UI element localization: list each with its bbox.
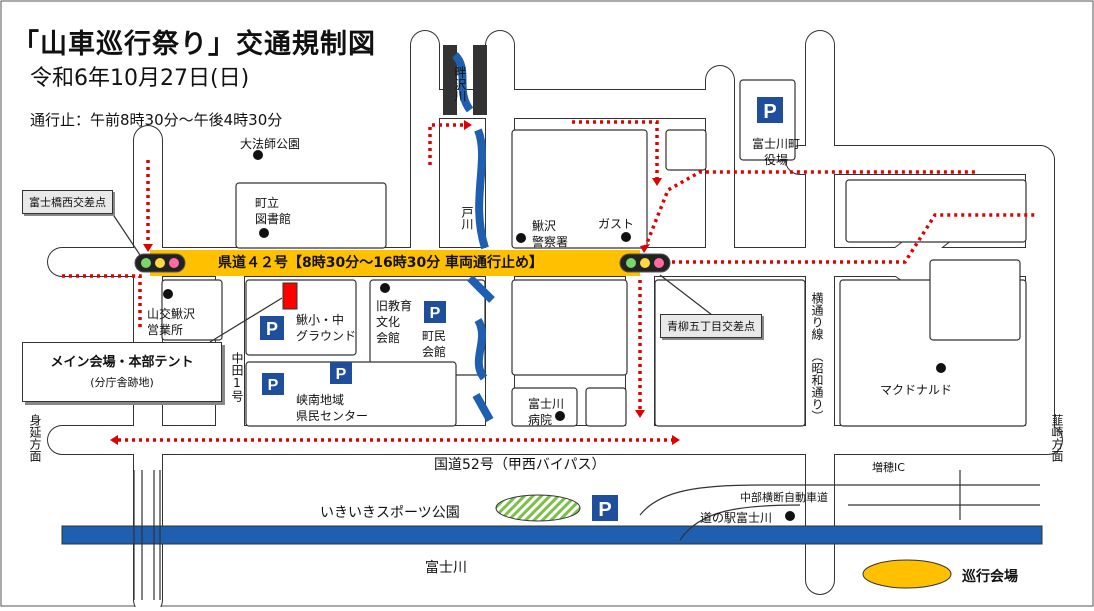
svg-text:P: P	[598, 499, 611, 521]
label-daihoushi-park: 大法師公園	[240, 137, 301, 151]
svg-text:P: P	[336, 366, 347, 383]
closed-road-band	[150, 250, 640, 276]
map-title: 「山車巡行祭り」交通規制図	[12, 29, 376, 60]
label-minobu-direction: 身延方面	[28, 414, 42, 462]
traffic-signal-icon	[134, 253, 186, 273]
label-school: 鰍小・中グラウンド	[296, 313, 357, 343]
main-venue-label: メイン会場・本部テント	[50, 355, 194, 370]
svg-text:P: P	[268, 377, 279, 394]
label-gasuto: ガスト	[598, 217, 635, 231]
traffic-signal-icon	[619, 253, 671, 273]
label-police: 鰍沢警察署	[532, 219, 569, 249]
callout-pointer-west	[109, 209, 141, 256]
label-michinoeki: 道の駅富士川	[700, 511, 773, 525]
label-masuho-ic: 増穂IC	[872, 461, 905, 474]
rivers	[61, 45, 1043, 545]
legend-label: 巡行会場	[962, 569, 1018, 585]
label-town-office: 富士川町役場	[751, 137, 800, 167]
label-chubu-expressway: 中部横断自動車道	[740, 491, 828, 504]
hq-marker	[282, 282, 298, 310]
expressway-lines	[133, 470, 1040, 600]
callout-west-junction: 富士橋西交差点	[22, 190, 113, 214]
main-venue-box: メイン会場・本部テント (分庁舎跡地)	[22, 342, 222, 402]
label-nirasaki-direction: 韮崎方面	[1050, 414, 1064, 462]
main-venue-sub: (分庁舎跡地)	[90, 376, 154, 389]
svg-text:P: P	[430, 305, 441, 322]
detour-routes	[62, 120, 1035, 442]
legend-swatch	[862, 559, 952, 589]
parking-icon: P	[592, 495, 618, 521]
label-fujikawa: 富士川	[425, 560, 467, 576]
label-togawa-river: 戸川	[460, 206, 474, 230]
label-ikiiki-park: いきいきスポーツ公園	[320, 505, 460, 521]
label-route52: 国道52号（甲西バイパス）	[434, 457, 606, 473]
label-town-hall: 町民会館	[422, 329, 447, 359]
callout-pointer-east	[659, 274, 713, 316]
parking-icon: P	[330, 362, 352, 384]
callout-east-junction: 青柳五丁目交差点	[660, 314, 762, 338]
label-library: 町立図書館	[255, 196, 292, 226]
label-yokodori-line: 横通り線	[810, 292, 824, 340]
hq-leader-line	[209, 297, 283, 343]
closed-road-label: 県道４２号【8時30分～16時30分 車両通行止め】	[218, 255, 544, 271]
label-azesawa-river: 畔沢川	[453, 66, 467, 102]
parking-icon: P	[424, 301, 446, 323]
svg-text:P: P	[266, 319, 278, 339]
label-mcdonalds: マクドナルド	[880, 383, 953, 397]
label-kyonan: 峡南地域県民センター	[296, 393, 369, 423]
closure-time: 通行止：午前8時30分～午後4時30分	[30, 111, 283, 129]
parking-icon: P	[262, 373, 284, 395]
park-area	[495, 494, 581, 522]
label-old-edu: 旧教育文化会館	[376, 299, 413, 345]
label-hospital: 富士川病院	[528, 397, 565, 427]
svg-text:P: P	[763, 101, 776, 123]
label-nakada-road: 中田1号	[230, 352, 244, 402]
event-date: 令和6年10月27日(日)	[30, 66, 250, 91]
parking-icon: P	[260, 316, 284, 340]
location-dot-icon	[163, 150, 946, 521]
parking-icon: P	[757, 97, 783, 123]
label-showa-dori: （昭和通り）	[810, 350, 824, 422]
label-yamako: 山交鰍沢営業所	[147, 307, 196, 337]
